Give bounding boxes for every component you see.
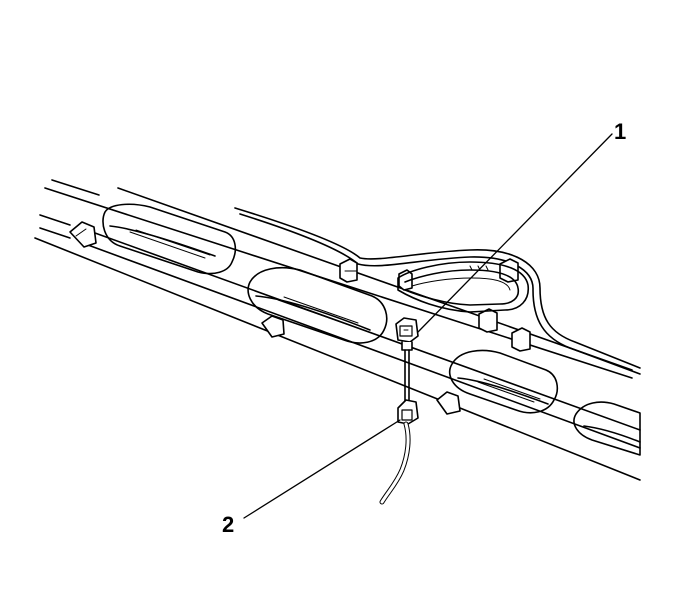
connector-1 <box>395 317 419 406</box>
leader-lines <box>243 133 613 519</box>
lamp-bezel-1 <box>102 203 237 275</box>
lamp-bezel-3 <box>448 349 559 414</box>
connector-2 <box>379 399 419 505</box>
retainer-clips <box>69 221 531 415</box>
lamp-bezel-2 <box>247 266 388 344</box>
callout-2-label: 2 <box>222 512 235 537</box>
headliner-panel <box>34 179 641 481</box>
callout-1-label: 1 <box>614 119 627 144</box>
lamp-bezel-4 <box>573 401 641 456</box>
